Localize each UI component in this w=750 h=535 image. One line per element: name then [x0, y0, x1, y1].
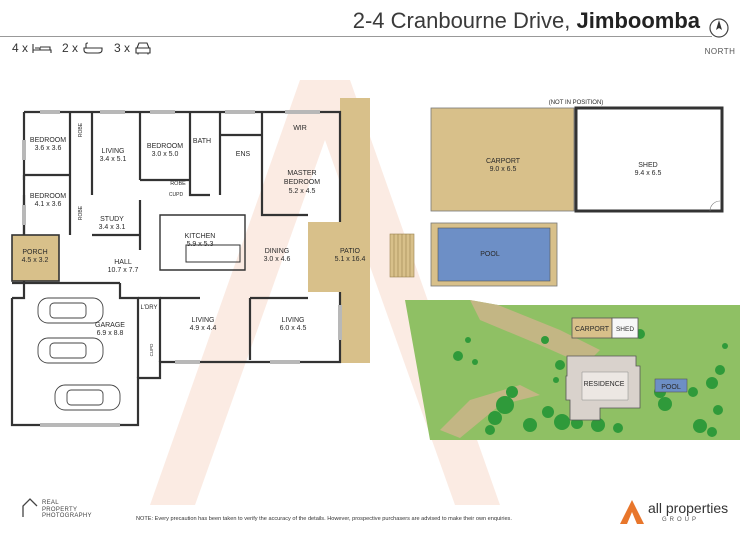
laundry-label: L'DRY [140, 305, 157, 311]
kitchen-size: 5.9 x 5.3 [187, 241, 214, 248]
patio-size: 5.1 x 16.4 [335, 256, 366, 263]
hall-size: 10.7 x 7.7 [108, 267, 139, 274]
living-3-name: LIVING [282, 317, 305, 324]
bedroom-2-size: 3.0 x 5.0 [152, 151, 179, 158]
carport-block [430, 107, 575, 212]
porch-area [11, 234, 60, 282]
garage-cars [37, 297, 121, 411]
study-name: STUDY [100, 216, 124, 223]
pool-name: POOL [480, 251, 500, 258]
site-pool-label: POOL [661, 384, 681, 391]
bed-count: 4 x [12, 41, 29, 55]
patio-steps [389, 233, 415, 278]
porch-size: 4.5 x 3.2 [22, 257, 49, 264]
bedroom-1-name: BEDROOM [30, 137, 66, 144]
window-marks [22, 110, 342, 427]
site-residence-label: RESIDENCE [584, 381, 625, 388]
living-2-size: 4.9 x 4.4 [190, 325, 217, 332]
bath-label: BATH [193, 138, 211, 145]
robe-2-label: ROBE [170, 181, 186, 187]
patio-name: PATIO [340, 248, 361, 255]
feature-counts: 4 x 2 x 3 x [12, 40, 162, 56]
compass-icon [704, 14, 734, 60]
brand-mark-icon [620, 500, 644, 524]
credit-line-2: PROPERTY [42, 506, 78, 513]
room-labels: BEDROOM 3.6 x 3.6 ROBE LIVING 3.4 x 5.1 … [22, 122, 366, 356]
hall-name: HALL [114, 259, 132, 266]
bedroom-1-size: 3.6 x 3.6 [35, 145, 62, 152]
brand-group: GROUP [662, 517, 700, 523]
site-driveway [440, 300, 600, 438]
bedroom-2-name: BEDROOM [147, 143, 183, 150]
disclaimer-text: NOTE: Every precaution has been taken to… [136, 516, 512, 522]
brand-logo: all properties GROUP [618, 498, 738, 528]
dining-size: 3.0 x 4.6 [264, 256, 291, 263]
brand-name: all properties [648, 500, 729, 516]
living-1-size: 3.4 x 5.1 [100, 156, 127, 163]
carport-size: 9.0 x 6.5 [490, 166, 517, 173]
property-address: 2-4 Cranbourne Drive, Jimboomba [300, 8, 700, 34]
bed-icon [32, 44, 52, 53]
car-count: 3 x [114, 41, 131, 55]
master-name-2: BEDROOM [284, 179, 320, 186]
robe-1-label: ROBE [78, 122, 84, 137]
carport-name: CARPORT [486, 158, 521, 165]
street-address: 2-4 Cranbourne Drive, [352, 8, 571, 33]
kitchen-name: KITCHEN [185, 233, 216, 240]
living-3-size: 6.0 x 4.5 [280, 325, 307, 332]
ens-label: ENS [236, 151, 251, 158]
porch-name: PORCH [22, 249, 47, 256]
shed-name: SHED [638, 162, 657, 169]
wir-label: WIR [293, 125, 307, 132]
bedroom-3-size: 4.1 x 3.6 [35, 201, 62, 208]
house-outline-icon [22, 498, 38, 517]
shed-block [574, 106, 724, 213]
not-in-position-note: (NOT IN POSITION) [549, 100, 604, 106]
outbuilding-labels: (NOT IN POSITION) CARPORT 9.0 x 6.5 SHED… [480, 100, 661, 258]
watermark-logo [150, 80, 500, 505]
credit-line-1: REAL [42, 500, 59, 506]
cupd-2-label: CUPD [149, 343, 154, 357]
robe-3-label: ROBE [78, 205, 84, 220]
master-name: MASTER [287, 170, 316, 177]
bedroom-3-name: BEDROOM [30, 193, 66, 200]
dining-name: DINING [265, 248, 290, 255]
bath-icon [83, 42, 103, 54]
living-1-name: LIVING [102, 148, 125, 155]
photographer-credit: REAL PROPERTY PHOTOGRAPHY [22, 498, 92, 520]
site-shed-label: SHED [616, 326, 634, 333]
site-pool [654, 378, 688, 393]
north-label: NORTH [704, 47, 736, 56]
site-carport-label: CARPORT [575, 326, 610, 333]
shed-size: 9.4 x 6.5 [635, 170, 662, 177]
study-size: 3.4 x 3.1 [99, 224, 126, 231]
cupd-1-label: CUPD [169, 192, 184, 198]
garage-name: GARAGE [95, 322, 125, 329]
bath-count: 2 x [62, 41, 79, 55]
living-2-name: LIVING [192, 317, 215, 324]
garage-size: 6.9 x 8.8 [97, 330, 124, 337]
patio-deck [340, 98, 370, 363]
house-walls [10, 110, 342, 427]
site-labels: CARPORT SHED RESIDENCE POOL [575, 326, 681, 391]
master-size: 5.2 x 4.5 [289, 188, 316, 195]
suburb-name: Jimboomba [576, 8, 700, 33]
site-shed [611, 317, 639, 339]
title-divider [0, 36, 712, 37]
credit-line-3: PHOTOGRAPHY [42, 513, 92, 519]
car-icon [135, 41, 151, 54]
